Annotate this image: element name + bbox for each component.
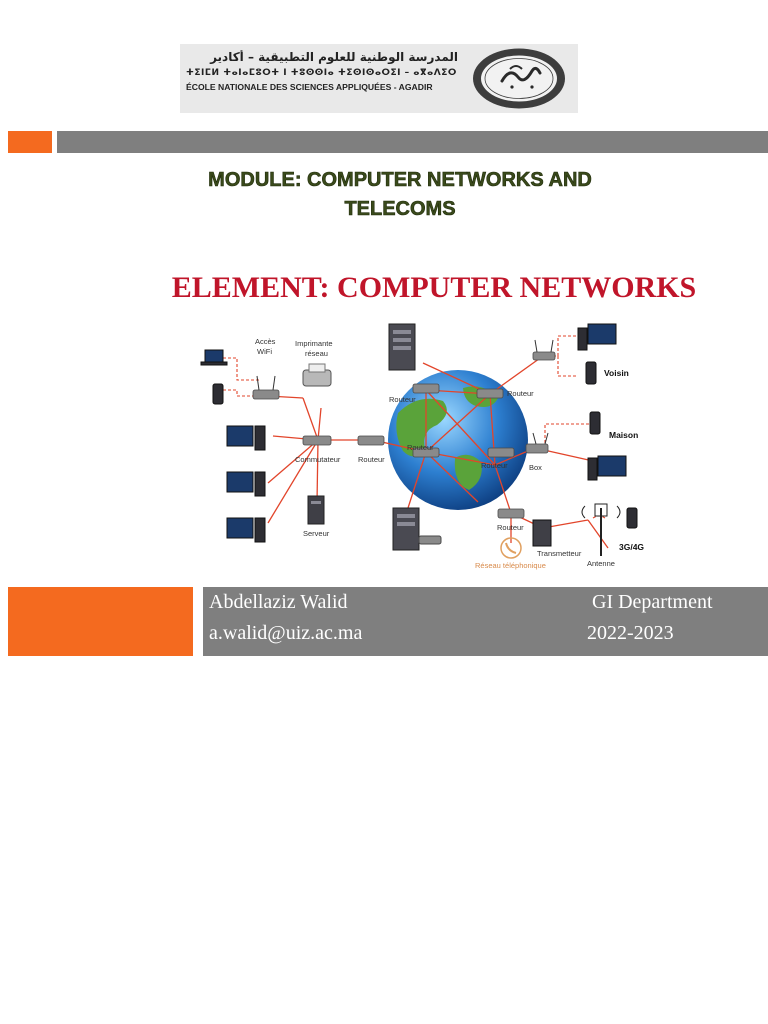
desktop-computer-icon [226,425,266,451]
switch-icon [302,435,332,446]
department: GI Department [592,591,713,613]
module-title-line2: TELECOMS [344,198,456,221]
footer-accent-orange [8,587,193,656]
label-routeur-center: Routeur [407,443,434,452]
smartphone-icon [212,383,224,405]
wifi-access-point-icon [252,389,280,400]
label-acces-wifi-2: WiFi [257,347,272,356]
school-name-tifinagh: ⵜⵉⵏⵎⵍ ⵜⴰⵏⴰⵎⵓⵔⵜ ⵏ ⵜⵓⵙⵙⵏⴰ ⵜⵉⵙⵏⵙⴰⵔⵉⵏ – ⴰⴳⴰⴷ… [186,68,457,78]
network-diagram: Accès WiFi Imprimante réseau Routeur Rou… [200,323,644,570]
printer-icon [302,363,332,387]
laptop-icon [200,349,228,366]
router-icon [532,351,556,361]
box-router-icon [525,443,549,454]
router-icon [497,508,525,519]
smartphone-icon [585,361,597,385]
smartphone-icon [626,507,638,529]
phone-icon [500,537,522,559]
router-icon [487,447,515,458]
label-routeur-left: Routeur [358,455,385,464]
label-3g4g: 3G/4G [619,542,644,552]
module-title-line1: MODULE: COMPUTER NETWORKS AND [208,169,592,192]
module-title: MODULE: COMPUTER NETWORKS AND TELECOMS [170,166,630,224]
label-imprimante-2: réseau [305,349,328,358]
router-icon [357,435,385,446]
server-rack-icon [388,323,442,551]
school-name-french: ÉCOLE NATIONALE DES SCIENCES APPLIQUÉES … [186,82,433,92]
label-routeur-center-right: Routeur [481,461,508,470]
label-transmetteur: Transmetteur [537,549,582,558]
desktop-computer-icon [587,455,627,481]
author-email: a.walid@uiz.ac.ma [209,622,363,644]
label-reseau-telephonique: Réseau téléphonique [475,561,546,570]
desktop-computer-icon [226,471,266,497]
footer-info-bar: Abdellaziz Walid a.walid@uiz.ac.ma GI De… [203,587,768,656]
label-voisin: Voisin [604,368,629,378]
label-routeur-top-right: Routeur [507,389,534,398]
transmitter-icon [532,519,552,547]
label-routeur-top-left: Routeur [389,395,416,404]
element-title: ELEMENT: COMPUTER NETWORKS [171,271,697,304]
author-name: Abdellaziz Walid [209,591,348,613]
accent-bar-orange [8,131,52,153]
router-icon [412,447,440,458]
antenna-icon [581,503,621,556]
label-commutateur: Commutateur [295,455,341,464]
label-antenne: Antenne [587,559,615,568]
desktop-computer-icon [577,323,617,351]
school-name-arabic: المدرسة الوطنية للعلوم التطبيقية – أكادي… [210,50,458,64]
label-box: Box [529,463,542,472]
router-icon [412,383,440,394]
accent-bar-gray [57,131,768,153]
router-icon [476,388,504,399]
school-logo-banner: المدرسة الوطنية للعلوم التطبيقية – أكادي… [180,44,578,113]
label-maison: Maison [609,430,638,440]
server-icon [307,495,325,525]
label-imprimante: Imprimante [295,339,333,348]
smartphone-icon [589,411,601,435]
university-seal-icon [473,48,565,109]
desktop-computer-icon [226,517,266,543]
academic-year: 2022-2023 [587,622,674,644]
label-routeur-bottom: Routeur [497,523,524,532]
label-acces-wifi: Accès [255,337,276,346]
label-serveur: Serveur [303,529,330,538]
